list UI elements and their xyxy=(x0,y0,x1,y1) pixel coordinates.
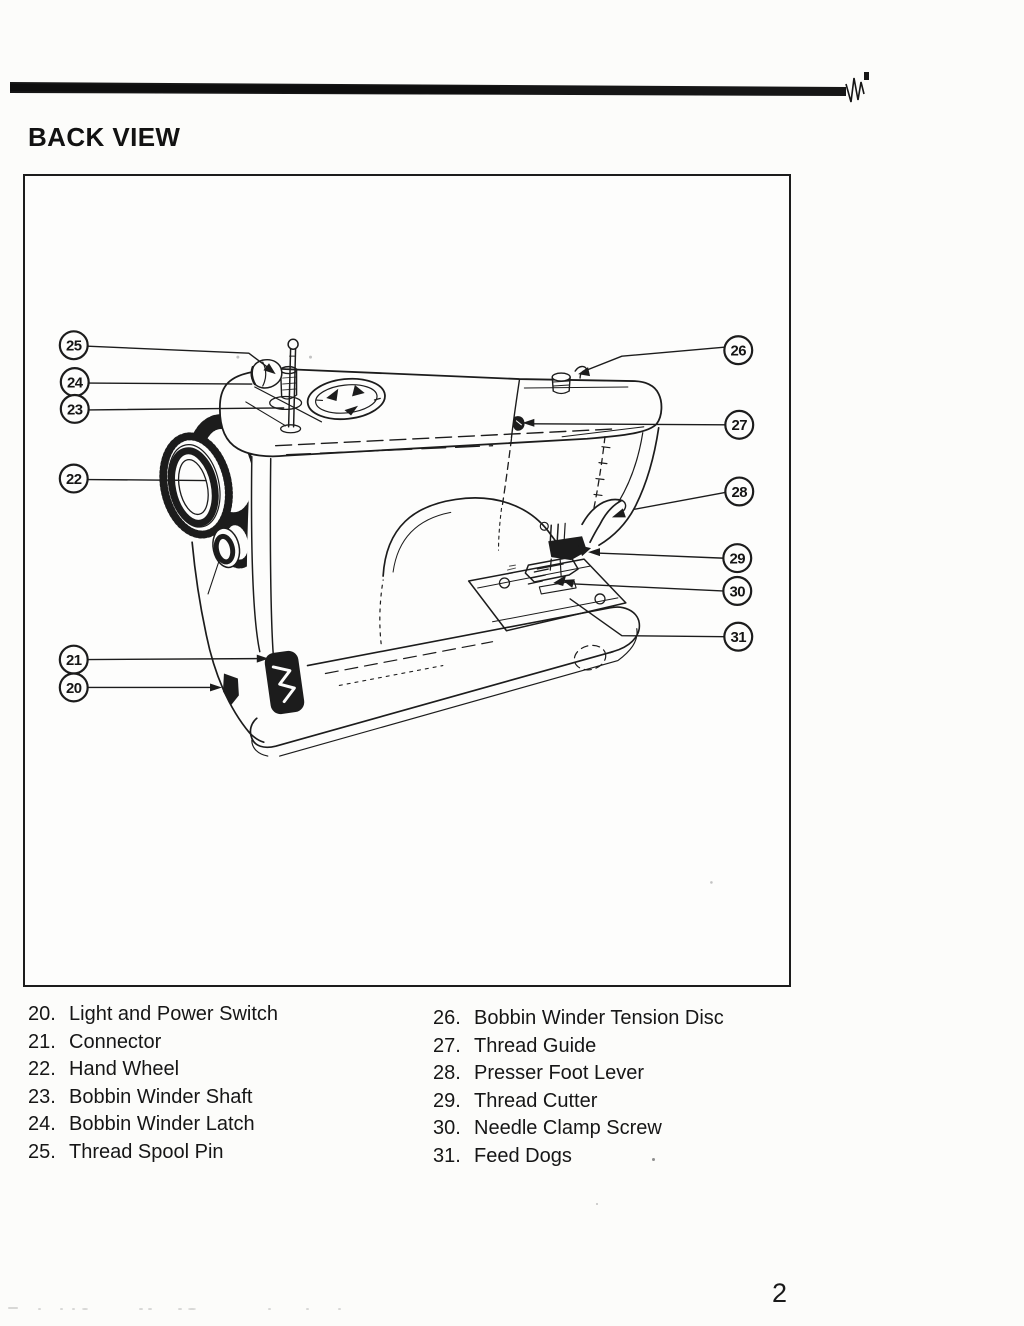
svg-text:29: 29 xyxy=(729,550,745,567)
list-item: 26. Bobbin Winder Tension Disc xyxy=(433,1007,833,1035)
list-item: 23. Bobbin Winder Shaft xyxy=(28,1086,428,1114)
parts-list-left: 20. Light and Power Switch 21. Connector 2… xyxy=(28,1003,428,1169)
part-label: Thread Spool Pin xyxy=(69,1140,224,1163)
list-item: 25. Thread Spool Pin xyxy=(28,1141,428,1169)
svg-text:21: 21 xyxy=(66,652,82,669)
leader-lines xyxy=(86,345,727,692)
scan-speck xyxy=(148,1308,152,1310)
thread-spool-pin-drawing xyxy=(280,338,302,434)
part-number: 22. xyxy=(28,1058,56,1081)
svg-text:30: 30 xyxy=(729,583,745,600)
tension-disc-drawing xyxy=(551,365,588,395)
part-label: Bobbin Winder Shaft xyxy=(69,1085,253,1108)
needle-plate-drawing xyxy=(467,558,627,632)
list-item: 29. Thread Cutter xyxy=(433,1090,833,1118)
part-number: 26. xyxy=(433,1007,461,1029)
part-number: 29. xyxy=(433,1089,461,1112)
scan-speck xyxy=(8,1307,18,1309)
thread-guide-drawing xyxy=(513,416,525,431)
part-label: Bobbin Winder Latch xyxy=(69,1113,255,1136)
part-label: Feed Dogs xyxy=(474,1144,572,1167)
scan-speck xyxy=(596,1203,598,1205)
part-number: 20. xyxy=(28,1003,56,1025)
part-number: 21. xyxy=(28,1030,56,1053)
scan-speck xyxy=(652,1158,655,1161)
part-number: 31. xyxy=(433,1144,461,1167)
list-item: 30. Needle Clamp Screw xyxy=(433,1117,833,1145)
svg-text:26: 26 xyxy=(730,343,746,360)
presser-foot-lever-drawing xyxy=(581,498,627,544)
scan-speck xyxy=(38,1308,41,1310)
scan-speck xyxy=(60,1308,63,1310)
svg-text:24: 24 xyxy=(67,374,84,391)
part-label: Needle Clamp Screw xyxy=(474,1117,662,1140)
clutch-knob-drawing xyxy=(212,516,258,569)
scan-specks xyxy=(236,355,713,884)
callout-23: 23 xyxy=(59,393,90,424)
callout-20: 20 xyxy=(58,672,89,703)
svg-text:22: 22 xyxy=(66,471,82,488)
callout-28: 28 xyxy=(724,476,755,507)
page-number: 2 xyxy=(772,1278,788,1308)
part-label: Thread Cutter xyxy=(474,1089,598,1112)
svg-text:27: 27 xyxy=(731,417,747,434)
scan-speck xyxy=(338,1308,341,1310)
stitch-dial xyxy=(306,377,386,421)
harp-opening xyxy=(379,497,559,645)
callout-29: 29 xyxy=(722,543,753,574)
right-body xyxy=(497,416,660,551)
page-title: BACK VIEW xyxy=(28,122,181,152)
scan-speck xyxy=(178,1308,182,1310)
power-switch-drawing xyxy=(264,650,305,715)
scan-speck xyxy=(82,1308,88,1310)
part-label: Presser Foot Lever xyxy=(474,1062,645,1085)
svg-text:25: 25 xyxy=(66,338,82,355)
callout-31: 31 xyxy=(723,621,754,652)
scan-speck xyxy=(139,1308,143,1310)
part-label: Light and Power Switch xyxy=(69,1003,279,1025)
sewing-machine-back-view-illustration: 25 24 23 22 21 20 26 27 28 29 30 31 xyxy=(58,330,755,884)
list-item: 20. Light and Power Switch xyxy=(28,1003,428,1031)
part-number: 25. xyxy=(28,1140,56,1163)
callout-25: 25 xyxy=(58,330,89,361)
svg-text:28: 28 xyxy=(731,484,747,501)
part-number: 28. xyxy=(433,1062,461,1085)
parts-list-right: 26. Bobbin Winder Tension Disc 27. Thread … xyxy=(433,1007,833,1173)
connector-drawing xyxy=(222,673,239,706)
list-item: 31. Feed Dogs xyxy=(433,1145,833,1173)
thread-cutter-drawing xyxy=(578,545,592,557)
list-item: 21. Connector xyxy=(28,1031,428,1059)
part-label: Connector xyxy=(69,1030,162,1053)
top-cover xyxy=(218,367,663,458)
scan-speck xyxy=(188,1308,196,1310)
callouts: 25 24 23 22 21 20 26 27 28 29 30 31 xyxy=(58,330,755,703)
list-item: 22. Hand Wheel xyxy=(28,1058,428,1086)
part-number: 24. xyxy=(28,1113,56,1136)
part-number: 30. xyxy=(433,1117,461,1140)
svg-text:23: 23 xyxy=(67,401,83,418)
machine-bed xyxy=(249,606,641,757)
scan-speck xyxy=(72,1308,75,1310)
callout-26: 26 xyxy=(723,335,754,366)
callout-22: 22 xyxy=(58,463,89,494)
part-number: 23. xyxy=(28,1085,56,1108)
part-label: Bobbin Winder Tension Disc xyxy=(474,1007,724,1029)
callout-30: 30 xyxy=(722,575,753,606)
part-number: 27. xyxy=(433,1034,461,1057)
scan-speck xyxy=(306,1308,309,1310)
callout-27: 27 xyxy=(724,409,755,440)
part-label: Hand Wheel xyxy=(69,1058,180,1081)
part-label: Thread Guide xyxy=(474,1034,597,1057)
svg-text:20: 20 xyxy=(66,680,82,697)
diagram-frame: 25 24 23 22 21 20 26 27 28 29 30 31 xyxy=(23,174,791,987)
svg-text:31: 31 xyxy=(730,629,746,646)
scan-speck xyxy=(268,1308,271,1310)
list-item: 28. Presser Foot Lever xyxy=(433,1062,833,1090)
callout-24: 24 xyxy=(59,367,90,398)
list-item: 24. Bobbin Winder Latch xyxy=(28,1113,428,1141)
callout-21: 21 xyxy=(58,644,89,675)
top-rule xyxy=(10,72,869,103)
list-item: 27. Thread Guide xyxy=(433,1035,833,1063)
